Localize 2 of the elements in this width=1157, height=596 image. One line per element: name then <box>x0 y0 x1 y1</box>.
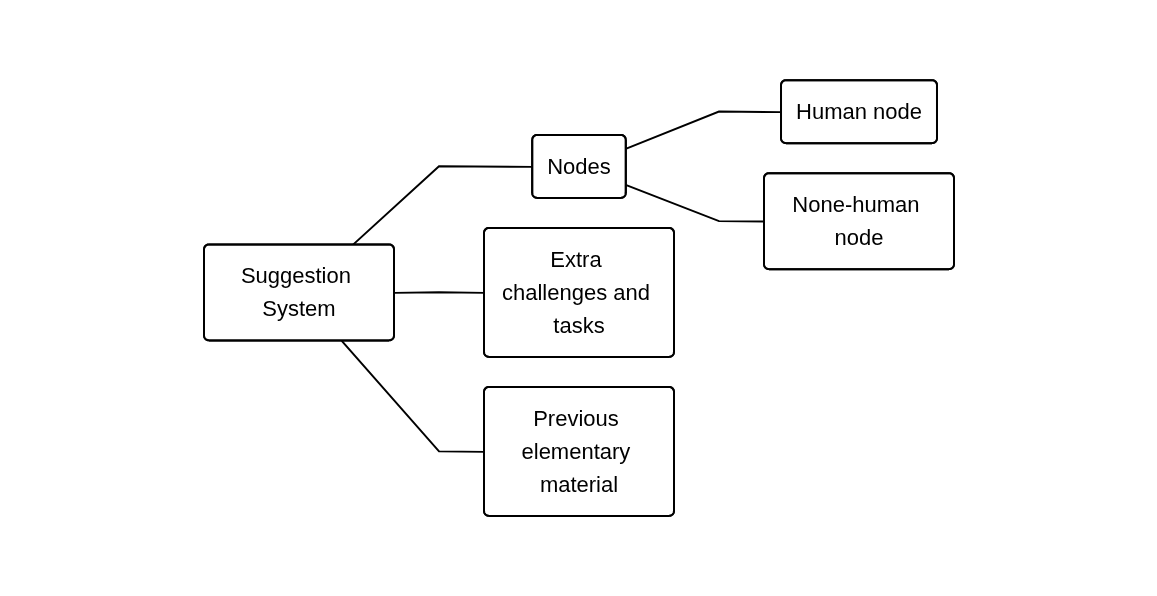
node-text: Previous elementary material <box>521 405 630 497</box>
node-text: Extra challenges and tasks <box>501 246 650 338</box>
